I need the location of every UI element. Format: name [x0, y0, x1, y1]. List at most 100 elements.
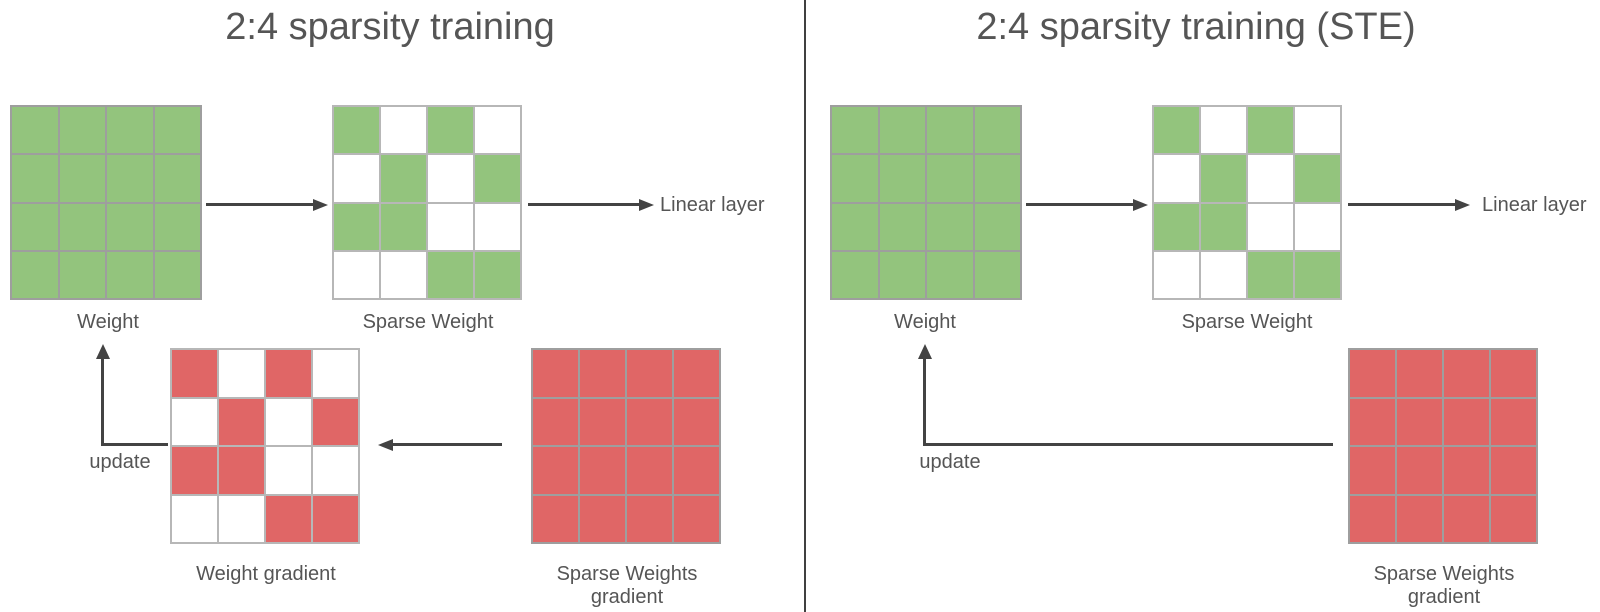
- grid-cell-filled: [313, 398, 358, 445]
- grid-cell-filled: [927, 107, 973, 154]
- arrow-line: [1026, 203, 1133, 206]
- grid-cell-empty: [313, 350, 358, 397]
- grid-cell-empty: [1154, 251, 1199, 298]
- grid-cell-filled: [475, 155, 520, 202]
- grid-cell-filled: [266, 495, 311, 542]
- arrow-up-head-icon: [96, 344, 110, 359]
- sparse-weights-gradient-matrix: [531, 348, 721, 544]
- grid-cell-filled: [266, 350, 311, 397]
- weight-matrix: [830, 105, 1022, 300]
- grid-cell-empty: [219, 495, 264, 542]
- arrow-line: [101, 357, 104, 446]
- grid-cell-filled: [59, 203, 105, 250]
- grid-cell-empty: [266, 398, 311, 445]
- label-line1: Sparse Weights: [1373, 563, 1515, 585]
- grid-cell-filled: [1154, 203, 1199, 250]
- grid-cell-empty: [1201, 251, 1246, 298]
- sparse-weight-label: Sparse Weight: [1181, 311, 1313, 333]
- grid-cell-filled: [1350, 398, 1395, 445]
- grid-cell-filled: [927, 203, 973, 250]
- linear-layer-label: Linear layer: [660, 194, 765, 216]
- grid-cell-filled: [334, 107, 379, 154]
- grid-cell-empty: [1248, 155, 1293, 202]
- grid-cell-empty: [266, 447, 311, 494]
- grid-cell-filled: [428, 107, 473, 154]
- grid-cell-filled: [674, 495, 719, 542]
- grid-cell-filled: [1491, 447, 1536, 494]
- grid-cell-filled: [927, 251, 973, 298]
- arrow-line: [528, 203, 639, 206]
- grid-cell-empty: [428, 203, 473, 250]
- grid-cell-filled: [1248, 251, 1293, 298]
- grid-cell-empty: [381, 107, 426, 154]
- panel-divider: [804, 0, 806, 612]
- label-line2: gradient: [1407, 586, 1481, 608]
- grid-cell-filled: [927, 155, 973, 202]
- grid-cell-filled: [154, 155, 200, 202]
- panel-title: 2:4 sparsity training: [225, 6, 555, 48]
- grid-cell-filled: [172, 350, 217, 397]
- grid-cell-filled: [879, 251, 925, 298]
- grid-cell-filled: [674, 350, 719, 397]
- grid-cell-filled: [627, 350, 672, 397]
- arrow-right-head-icon: [1455, 199, 1470, 211]
- grid-cell-empty: [313, 447, 358, 494]
- arrow-line: [1348, 203, 1455, 206]
- grid-cell-filled: [1350, 495, 1395, 542]
- grid-cell-filled: [1444, 350, 1489, 397]
- arrow-up-head-icon: [918, 344, 932, 359]
- grid-cell-filled: [1491, 495, 1536, 542]
- update-label: update: [919, 451, 981, 473]
- grid-cell-filled: [172, 447, 217, 494]
- update-label: update: [89, 451, 151, 473]
- grid-cell-filled: [1397, 495, 1442, 542]
- grid-cell-filled: [428, 251, 473, 298]
- grid-cell-filled: [879, 107, 925, 154]
- grid-cell-filled: [1444, 495, 1489, 542]
- grid-cell-filled: [533, 398, 578, 445]
- grid-cell-empty: [1295, 107, 1340, 154]
- grid-cell-filled: [1295, 155, 1340, 202]
- grid-cell-filled: [1444, 447, 1489, 494]
- grid-cell-filled: [974, 251, 1020, 298]
- arrow-line: [393, 443, 502, 446]
- grid-cell-empty: [219, 350, 264, 397]
- grid-cell-filled: [1350, 447, 1395, 494]
- grid-cell-filled: [12, 107, 58, 154]
- weight-label: Weight: [894, 311, 956, 333]
- grid-cell-filled: [533, 447, 578, 494]
- grid-cell-empty: [1154, 155, 1199, 202]
- grid-cell-filled: [1397, 398, 1442, 445]
- grid-cell-empty: [1295, 203, 1340, 250]
- grid-cell-filled: [219, 398, 264, 445]
- grid-cell-filled: [219, 447, 264, 494]
- arrow-line: [923, 443, 1333, 446]
- panel-title: 2:4 sparsity training (STE): [976, 6, 1416, 48]
- sparse-weight-label: Sparse Weight: [362, 311, 494, 333]
- arrow-right-head-icon: [639, 199, 654, 211]
- grid-cell-empty: [1248, 203, 1293, 250]
- grid-cell-empty: [381, 251, 426, 298]
- weight-gradient-matrix: [170, 348, 360, 544]
- grid-cell-filled: [580, 350, 625, 397]
- grid-cell-filled: [832, 203, 878, 250]
- grid-cell-empty: [334, 155, 379, 202]
- sparse-weights-gradient-label: Sparse Weights gradient: [557, 563, 698, 609]
- grid-cell-filled: [59, 155, 105, 202]
- grid-cell-filled: [107, 251, 153, 298]
- grid-cell-filled: [879, 155, 925, 202]
- grid-cell-filled: [381, 155, 426, 202]
- grid-cell-filled: [1201, 155, 1246, 202]
- grid-cell-empty: [1201, 107, 1246, 154]
- grid-cell-filled: [1201, 203, 1246, 250]
- grid-cell-filled: [1397, 447, 1442, 494]
- arrow-line: [206, 203, 313, 206]
- sparse-weights-gradient-matrix: [1348, 348, 1538, 544]
- grid-cell-filled: [154, 251, 200, 298]
- grid-cell-filled: [674, 398, 719, 445]
- grid-cell-filled: [627, 447, 672, 494]
- grid-cell-empty: [334, 251, 379, 298]
- grid-cell-filled: [1248, 107, 1293, 154]
- grid-cell-filled: [1397, 350, 1442, 397]
- arrow-right-head-icon: [1133, 199, 1148, 211]
